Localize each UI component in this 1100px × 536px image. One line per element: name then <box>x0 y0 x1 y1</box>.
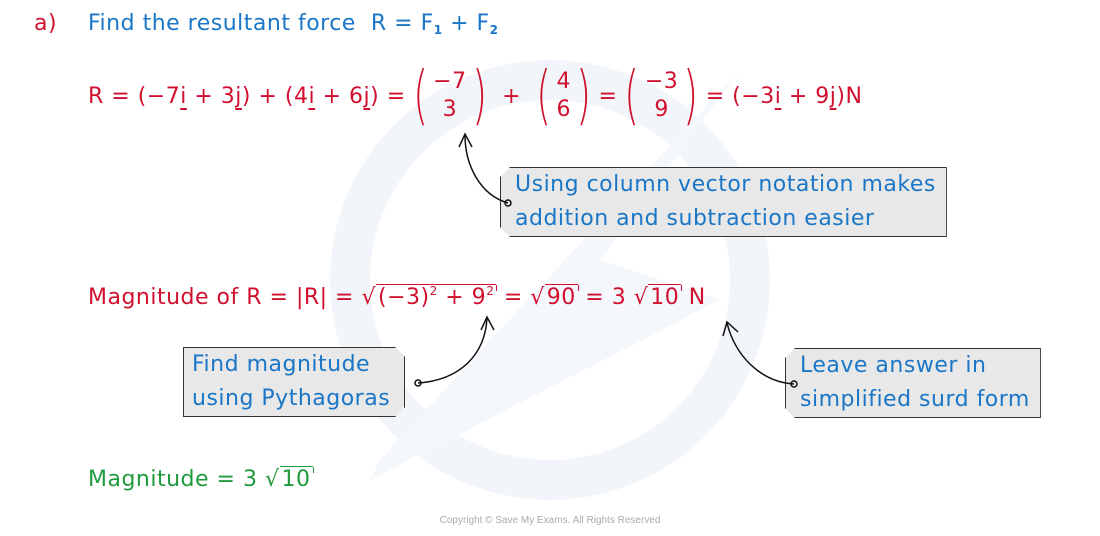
question-formula: R = F1 + F2 <box>370 11 499 37</box>
arrow-to-surd-icon <box>726 322 795 385</box>
result-vector: = (−3i + 9j)N <box>705 83 863 109</box>
arrow-to-pythagoras-icon <box>417 317 488 384</box>
question-text: Find the resultant force R = F1 + F2 <box>88 11 499 37</box>
part-label: a) <box>34 11 58 36</box>
copyright-footer: Copyright © Save My Exams. All Rights Re… <box>439 515 661 526</box>
callout-column-vector: Using column vector notation makes addit… <box>500 167 947 237</box>
sqrt-10: 10 <box>648 284 683 310</box>
callout-pythagoras: Find magnitude using Pythagoras <box>183 347 405 417</box>
working-expression: R = (−7i + 3j) + (4i + 6j) = <box>88 83 406 109</box>
arrow-to-vector-icon <box>464 134 509 204</box>
sqrt-90: 90 <box>544 284 579 310</box>
question-prompt: Find the resultant force <box>88 11 356 36</box>
sqrt-pythagoras: (−3)2 + 92 <box>376 284 498 310</box>
final-answer: Magnitude = 3 √10 <box>88 466 314 492</box>
magnitude-working: Magnitude of R = |R| = √(−3)2 + 92 = √90… <box>88 284 706 310</box>
sqrt-10-answer: 10 <box>279 466 314 492</box>
